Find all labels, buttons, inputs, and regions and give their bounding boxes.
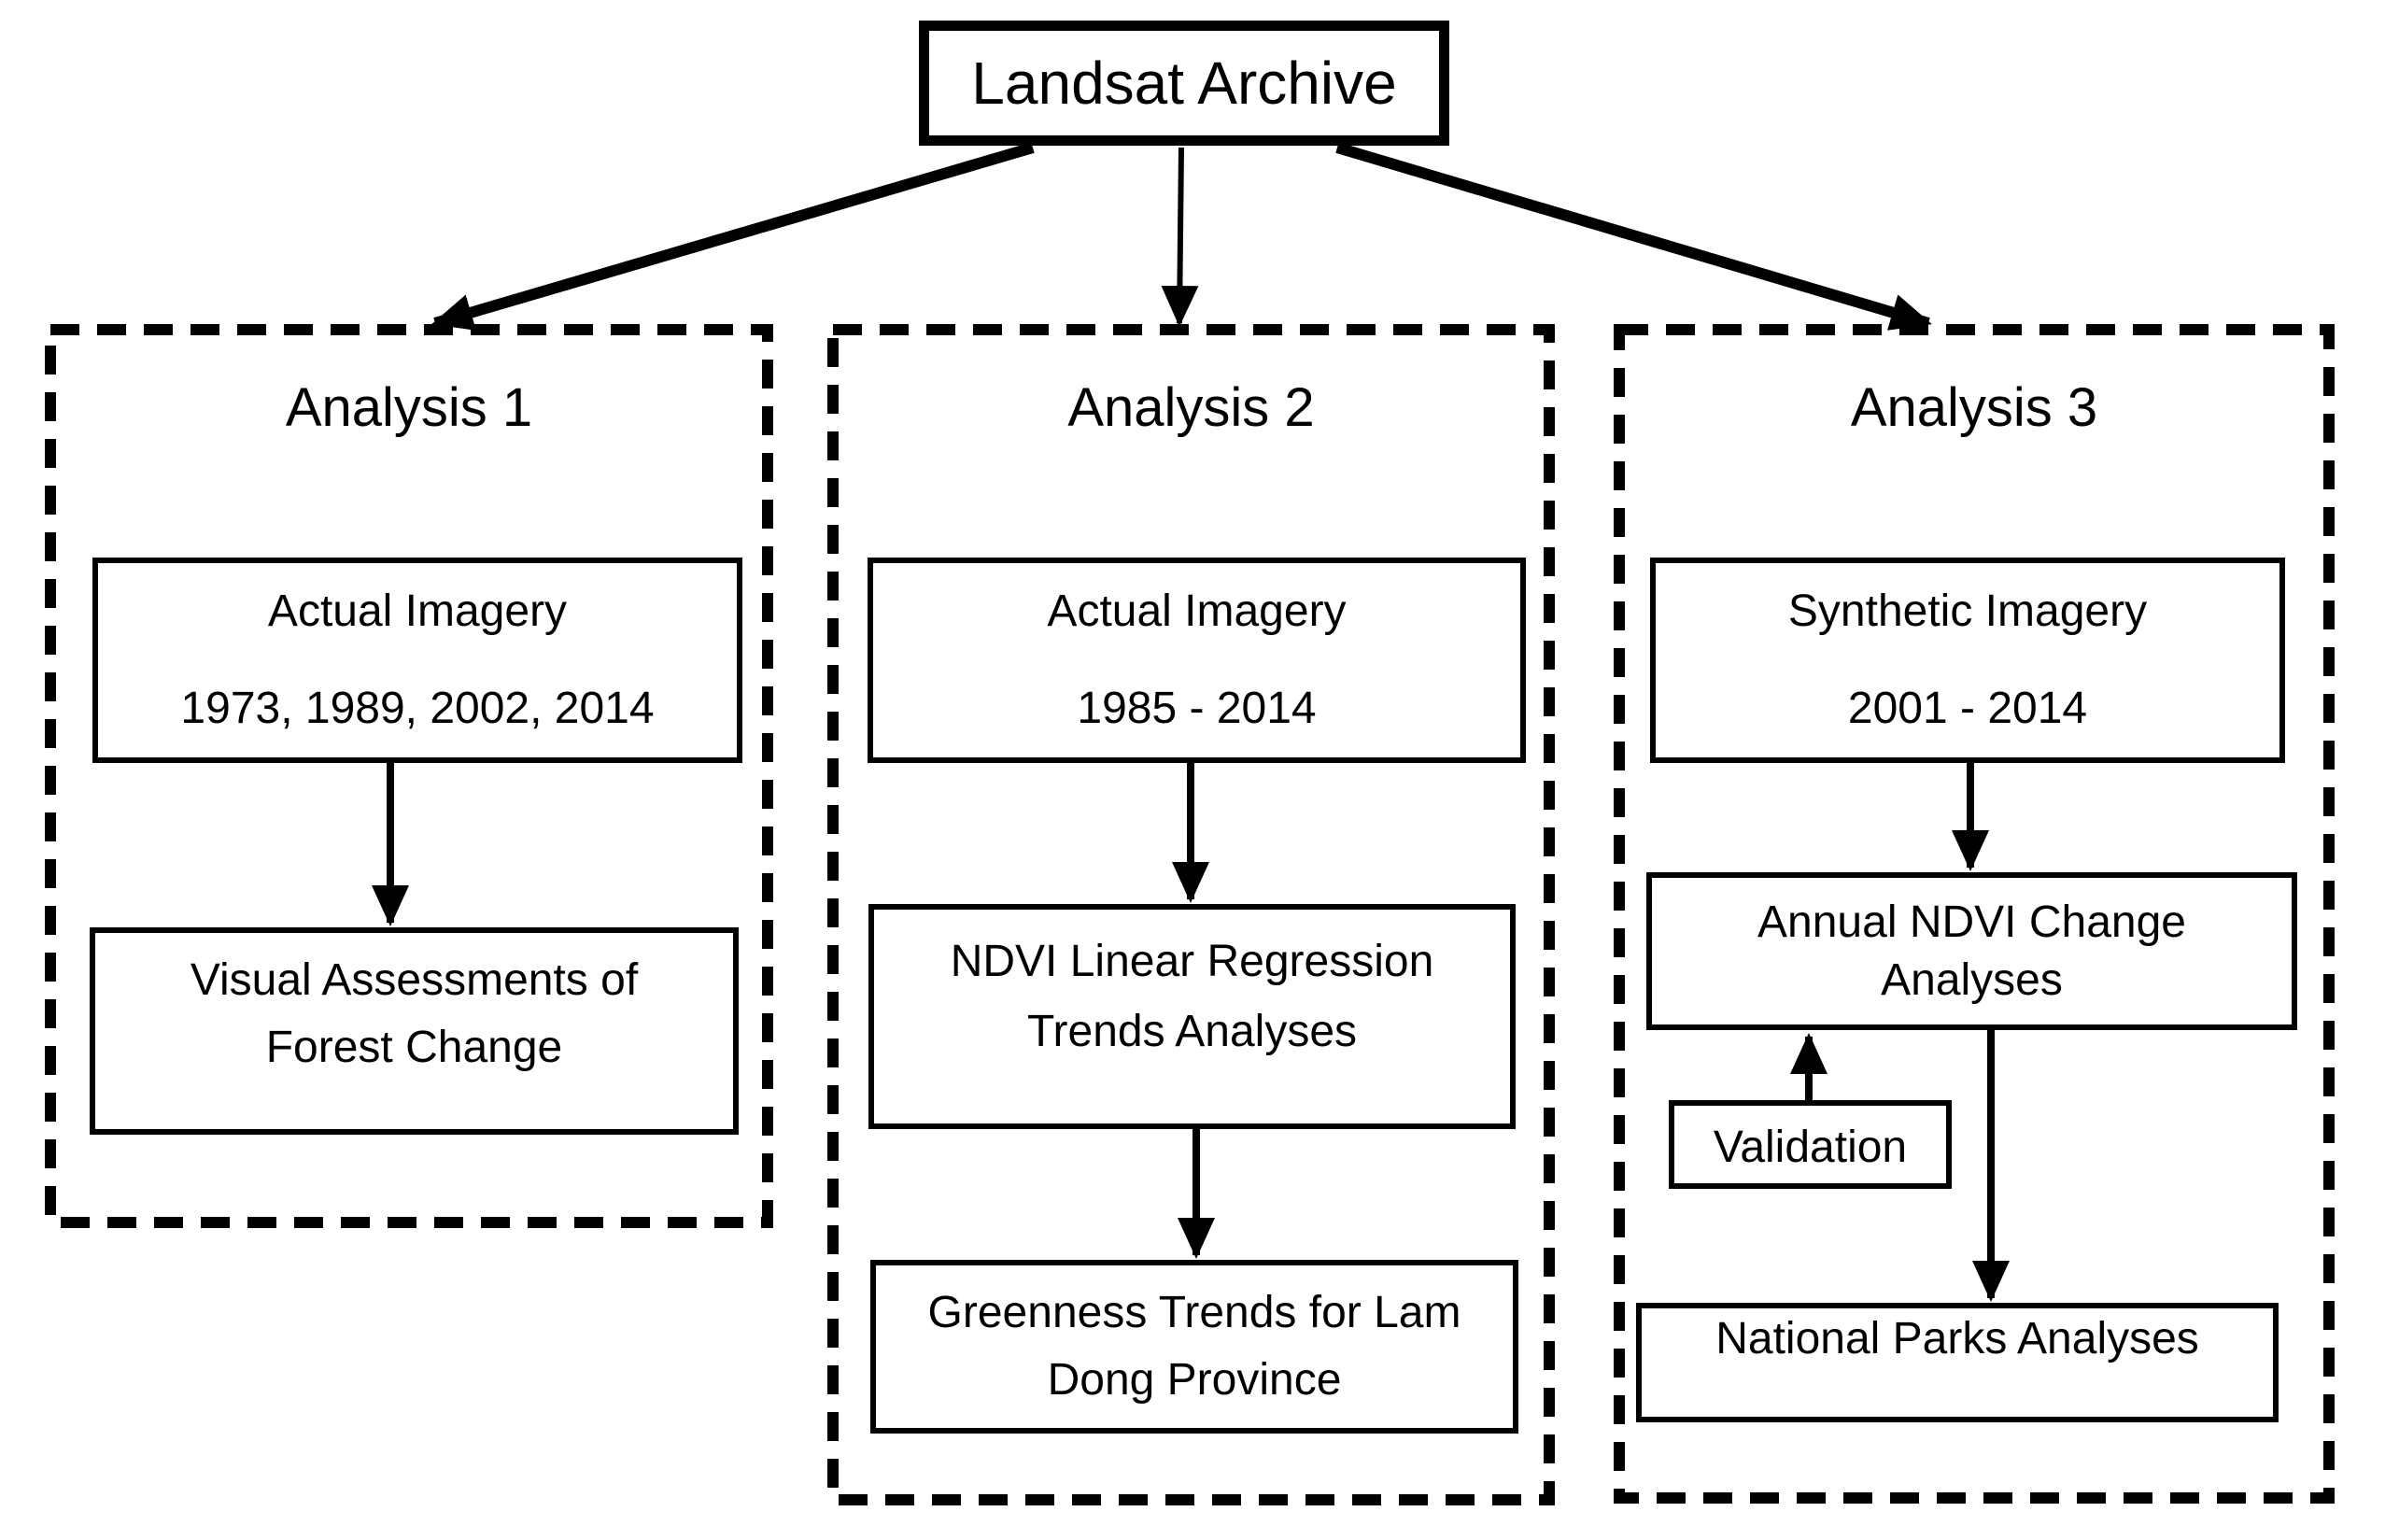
box-ndvi-linear-regression: NDVI Linear Regression Trends Analyses: [868, 904, 1516, 1129]
box-line: Visual Assessments of: [190, 955, 639, 1005]
box-actual-imagery-1973-2014: Actual Imagery 1973, 1989, 2002, 2014: [92, 558, 742, 763]
box-annual-ndvi-change: Annual NDVI Change Analyses: [1646, 872, 2297, 1030]
panel-analysis-1: Analysis 1 Actual Imagery 1973, 1989, 20…: [45, 324, 773, 1228]
panel-analysis-3: Analysis 3 Synthetic Imagery 2001 - 2014…: [1614, 324, 2335, 1504]
box-visual-assessments: Visual Assessments of Forest Change: [90, 927, 739, 1135]
box-line: Annual NDVI Change: [1757, 897, 2186, 947]
panel-analysis-1-title: Analysis 1: [285, 377, 533, 438]
box-line: Greenness Trends for Lam: [927, 1288, 1461, 1337]
box-line: NDVI Linear Regression: [950, 937, 1434, 986]
box-actual-imagery-1985-2014: Actual Imagery 1985 - 2014: [868, 558, 1526, 763]
box-line: Actual Imagery: [267, 586, 568, 636]
panel-analysis-2-title: Analysis 2: [1067, 377, 1315, 438]
box-line: 1973, 1989, 2002, 2014: [180, 684, 655, 733]
box-line: Actual Imagery: [1047, 586, 1347, 636]
arrow-root-to-analysis-1: [431, 142, 1035, 331]
box-line: Synthetic Imagery: [1787, 586, 2148, 636]
box-greenness-trends: Greenness Trends for Lam Dong Province: [870, 1260, 1518, 1434]
box-national-parks-analyses: National Parks Analyses: [1636, 1303, 2279, 1422]
box-line: 1985 - 2014: [1077, 684, 1317, 733]
landsat-archive-label: Landsat Archive: [971, 49, 1397, 117]
box-line: Validation: [1713, 1122, 1908, 1172]
panel-analysis-2: Analysis 2 Actual Imagery 1985 - 2014 ND…: [827, 324, 1555, 1505]
box-line: Dong Province: [1047, 1355, 1342, 1405]
box-line: Trends Analyses: [1026, 1007, 1358, 1056]
box-line: Forest Change: [265, 1023, 563, 1072]
box-validation: Validation: [1669, 1100, 1952, 1189]
arrow-root-to-analysis-2: [1161, 147, 1199, 327]
panel-analysis-3-title: Analysis 3: [1850, 377, 2098, 438]
box-line: National Parks Analyses: [1715, 1314, 2199, 1363]
box-line: 2001 - 2014: [1847, 684, 2088, 733]
box-line: Analyses: [1881, 954, 2063, 1005]
box-synthetic-imagery: Synthetic Imagery 2001 - 2014: [1650, 558, 2285, 763]
arrow-root-to-analysis-3: [1335, 142, 1932, 331]
landsat-archive-box: Landsat Archive: [919, 21, 1449, 146]
